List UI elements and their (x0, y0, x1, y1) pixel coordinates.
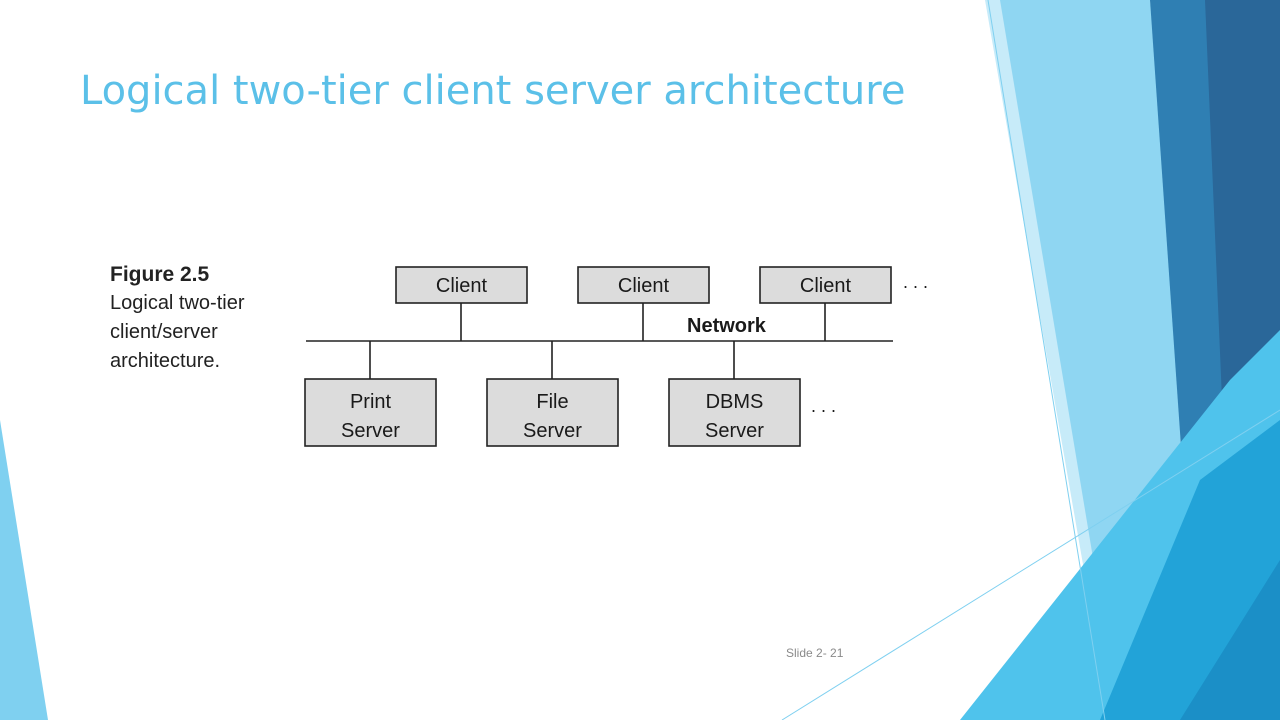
server-ellipsis: . . . (811, 396, 836, 416)
server-label-line1: File (536, 391, 568, 413)
server-node: DBMS Server (668, 341, 801, 447)
client-label: Client (436, 275, 488, 297)
left-edge-triangle (0, 420, 48, 720)
figure-caption-text: Logical two-tier client/server architect… (110, 289, 300, 376)
server-label-line2: Server (341, 420, 400, 442)
bottom-right-deep (1180, 560, 1280, 720)
caption-line: Logical two-tier (110, 292, 245, 314)
client-node: Client (759, 266, 892, 341)
network-label: Network (687, 315, 767, 337)
client-ellipsis: . . . (903, 272, 928, 292)
server-box (668, 378, 801, 447)
server-box (486, 378, 619, 447)
client-box (395, 266, 528, 304)
server-node: File Server (486, 341, 619, 447)
server-label-line2: Server (705, 420, 764, 442)
client-node: Client (577, 266, 710, 341)
client-label: Client (800, 275, 852, 297)
client-server-diagram: Network Client Client Client . . . Print… (304, 266, 928, 447)
thin-diagonal-line-bottom (781, 409, 1280, 720)
server-label-line1: DBMS (706, 391, 764, 413)
server-box (304, 378, 437, 447)
figure-caption: Figure 2.5 Logical two-tier client/serve… (110, 262, 300, 376)
caption-line: client/server (110, 321, 218, 343)
client-label: Client (618, 275, 670, 297)
figure-number: Figure 2.5 (110, 263, 210, 286)
server-label-line2: Server (523, 420, 582, 442)
server-node: Print Server (304, 341, 437, 447)
caption-line: architecture. (110, 350, 221, 372)
slide-title: Logical two-tier client server architect… (80, 68, 906, 114)
slide-number: Slide 2- 21 (786, 646, 844, 660)
server-label-line1: Print (350, 391, 392, 413)
thin-diagonal-line (987, 0, 1106, 720)
client-node: Client (395, 266, 528, 341)
